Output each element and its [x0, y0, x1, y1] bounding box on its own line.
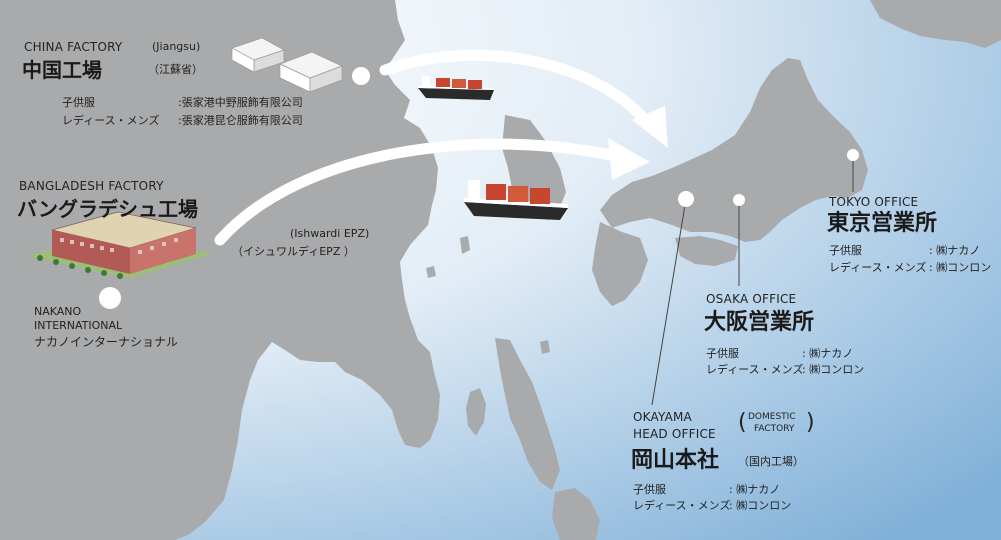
okayama-en-line1: OKAYAMA: [633, 410, 692, 424]
cargo-ship-1: [418, 76, 494, 100]
nakano-en-line1: NAKANO: [34, 305, 82, 318]
china-region-en: (Jiangsu): [152, 40, 201, 53]
philippines-south-landmass: [552, 488, 600, 540]
island-3: [540, 340, 550, 354]
bangladesh-factory-jp: バングラデシュ工場: [17, 197, 198, 221]
nakano-en-line2: INTERNATIONAL: [34, 319, 123, 332]
okayama-row-kids-value: : ㈱ナカノ: [729, 483, 781, 496]
tokyo-marker: [847, 149, 859, 161]
okayama-domestic-line2: FACTORY: [754, 424, 795, 434]
tokyo-row-ladies-value: : ㈱コンロン: [929, 261, 992, 274]
bangladesh-factory-en: BANGLADESH FACTORY: [19, 179, 164, 193]
osaka-row-ladies-key: レディース・メンズ: [706, 363, 804, 376]
tokyo-office-jp: 東京営業所: [827, 211, 938, 236]
okayama-row-ladies: レディース・メンズ : ㈱コンロン: [633, 499, 791, 512]
island-1: [460, 236, 470, 254]
mainland-landmass: [0, 0, 440, 540]
china-row-ladies: レディース・メンズ :張家港昆仑服飾有限公司: [62, 114, 303, 127]
okayama-row-ladies-value: : ㈱コンロン: [729, 499, 792, 512]
tokyo-row-kids: 子供服 : ㈱ナカノ: [829, 244, 980, 257]
okayama-row-kids: 子供服 : ㈱ナカノ: [633, 483, 780, 496]
bangladesh-epz-jp: （イシュワルディEPZ ）: [232, 245, 355, 258]
okayama-paren-open: (: [738, 410, 747, 435]
osaka-row-ladies-value: : ㈱コンロン: [802, 363, 865, 376]
okayama-row-kids-key: 子供服: [633, 483, 666, 496]
okayama-leader-line: [651, 198, 687, 406]
china-factory-jp: 中国工場: [22, 58, 102, 82]
osaka-office-en: OSAKA OFFICE: [706, 292, 797, 306]
arrow-head-china: [632, 106, 668, 148]
tokyo-office-en: TOKYO OFFICE: [829, 195, 919, 209]
osaka-row-kids-value: : ㈱ナカノ: [802, 347, 854, 360]
arrow-china-to-japan: [379, 49, 656, 131]
tokyo-row-kids-key: 子供服: [829, 244, 862, 257]
nakano-marker: [99, 287, 121, 309]
osaka-office-jp: 大阪営業所: [704, 310, 815, 335]
philippines-landmass: [495, 338, 560, 490]
osaka-row-kids-key: 子供服: [706, 347, 739, 360]
shikoku-landmass: [675, 236, 738, 266]
osaka-marker: [733, 194, 745, 206]
okayama-marker: [678, 191, 694, 207]
china-row-kids-key: 子供服: [62, 96, 95, 109]
okayama-head-office-jp: 岡山本社: [631, 448, 720, 473]
arrow-head-bangladesh: [608, 138, 650, 180]
cargo-ship-2: [464, 180, 568, 220]
okayama-row-ladies-key: レディース・メンズ: [633, 499, 731, 512]
tokyo-row-ladies: レディース・メンズ : ㈱コンロン: [829, 261, 991, 274]
tokyo-row-kids-value: : ㈱ナカノ: [929, 244, 981, 257]
okayama-domestic-note: （国内工場）: [738, 455, 804, 468]
china-marker: [352, 67, 370, 85]
osaka-row-ladies: レディース・メンズ : ㈱コンロン: [706, 363, 864, 376]
china-region-jp: （江蘇省）: [148, 63, 203, 76]
island-2: [426, 266, 436, 278]
okayama-paren-close: ): [806, 410, 815, 435]
osaka-row-kids: 子供服 : ㈱ナカノ: [706, 347, 853, 360]
arrow-bangladesh-to-japan: [214, 138, 631, 246]
taiwan-landmass: [466, 388, 486, 436]
china-row-ladies-key: レディース・メンズ: [62, 114, 160, 127]
china-factory-icon: [231, 37, 343, 93]
bangladesh-epz-en: (Ishwardi EPZ): [290, 227, 370, 240]
china-factory-en: CHINA FACTORY: [24, 40, 123, 54]
honshu-landmass: [600, 58, 868, 242]
bangladesh-factory-icon: [28, 211, 212, 279]
china-row-kids-value: :張家港中野服飾有限公司: [178, 96, 303, 109]
china-row-ladies-value: :張家港昆仑服飾有限公司: [178, 114, 303, 127]
okayama-en-line2: HEAD OFFICE: [633, 427, 716, 441]
nakano-jp: ナカノインターナショナル: [34, 335, 179, 349]
okayama-domestic-line1: DOMESTIC: [748, 412, 796, 422]
china-row-kids: 子供服 :張家港中野服飾有限公司: [62, 96, 303, 109]
tokyo-row-ladies-key: レディース・メンズ: [829, 261, 927, 274]
kyushu-landmass: [592, 222, 648, 306]
hokkaido-landmass: [870, 0, 1001, 48]
